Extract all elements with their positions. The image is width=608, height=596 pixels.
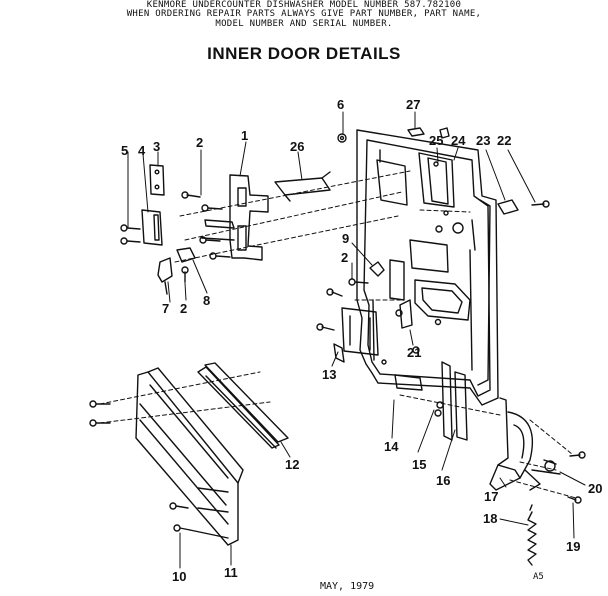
callout-6: 6 <box>337 97 345 112</box>
door-link-17 <box>489 397 586 504</box>
callout-15: 15 <box>412 457 427 472</box>
callout-2-left: 2 <box>180 301 188 316</box>
header-serial-line: MODEL NUMBER AND SERIAL NUMBER. <box>215 19 393 29</box>
callout-2-top: 2 <box>196 135 204 150</box>
callout-19: 19 <box>566 539 581 554</box>
callout-18: 18 <box>483 511 498 526</box>
latch-components <box>316 261 413 331</box>
callout-3: 3 <box>153 139 161 154</box>
hinge-13 <box>333 307 379 363</box>
callout-25: 25 <box>429 133 444 148</box>
callout-12: 12 <box>285 457 300 472</box>
diagram-title: INNER DOOR DETAILS <box>207 44 401 63</box>
callout-10: 10 <box>172 569 187 584</box>
small-hardware <box>337 127 550 215</box>
footer-page-code: A5 <box>533 572 544 582</box>
callout-5: 5 <box>121 143 129 158</box>
callout-11: 11 <box>224 565 238 580</box>
callout-2-mid: 2 <box>341 250 349 265</box>
callout-13: 13 <box>322 367 337 382</box>
header-ordering-line: WHEN ORDERING REPAIR PARTS ALWAYS GIVE P… <box>126 9 482 19</box>
callout-8: 8 <box>203 293 211 308</box>
callout-14: 14 <box>384 439 399 454</box>
trim-strip-12 <box>197 362 289 449</box>
spring-18 <box>527 504 537 566</box>
bracket-26 <box>274 171 331 202</box>
header-model-line: KENMORE UNDERCOUNTER DISHWASHER MODEL NU… <box>146 0 462 10</box>
callout-22: 22 <box>497 133 512 148</box>
callout-21: 21 <box>407 345 422 360</box>
callout-20: 20 <box>588 481 603 496</box>
footer-date: MAY, 1979 <box>320 581 375 592</box>
panel-11 <box>89 367 244 546</box>
callout-27: 27 <box>406 97 421 112</box>
callout-26: 26 <box>290 139 305 154</box>
callout-24: 24 <box>451 133 466 148</box>
callout-16: 16 <box>436 473 451 488</box>
callout-4: 4 <box>138 143 146 158</box>
hinge-bracket-assembly <box>120 164 269 295</box>
callout-23: 23 <box>476 133 491 148</box>
callout-7: 7 <box>162 301 170 316</box>
callout-17: 17 <box>484 489 499 504</box>
inner-door-panel <box>356 129 499 441</box>
callout-1: 1 <box>241 128 249 143</box>
callout-9: 9 <box>342 231 350 246</box>
